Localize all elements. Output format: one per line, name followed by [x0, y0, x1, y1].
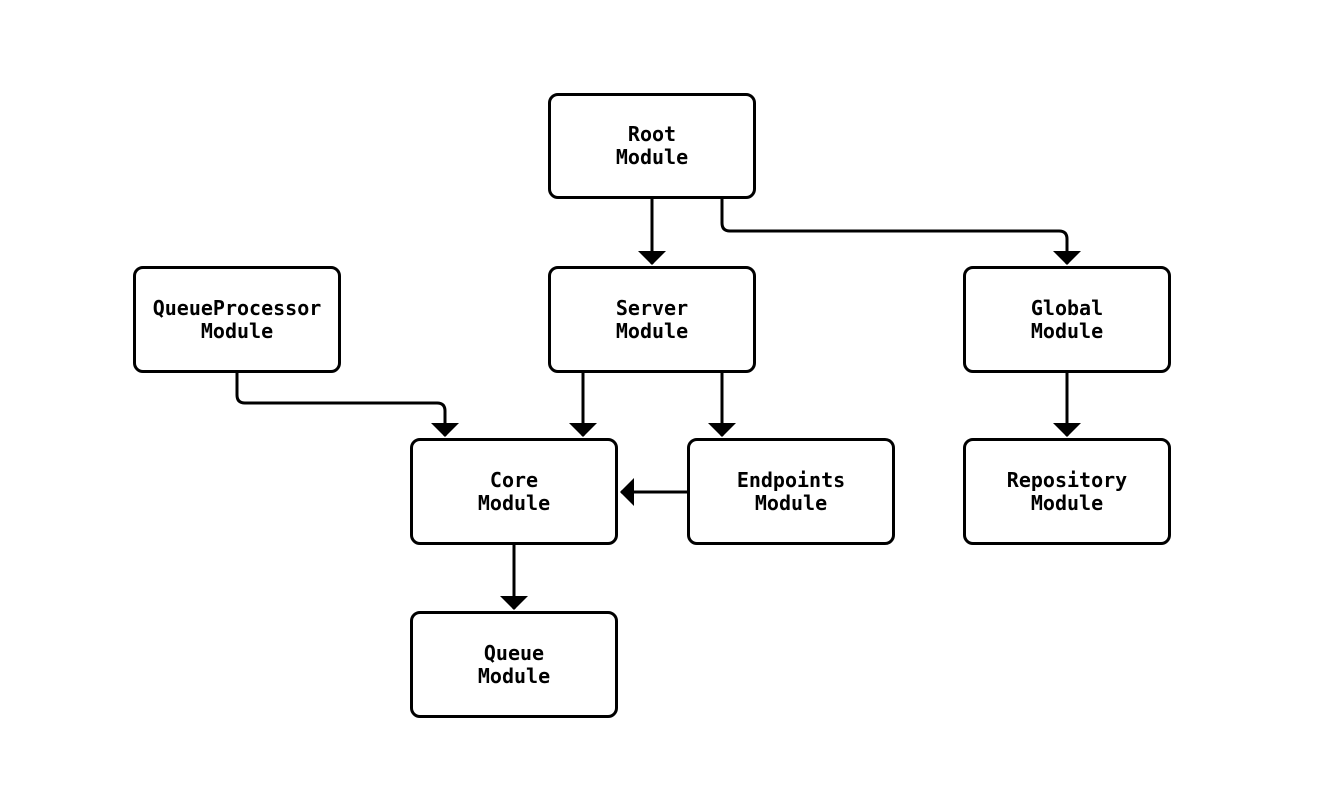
node-repository-module: Repository Module	[963, 438, 1171, 545]
node-global-module: Global Module	[963, 266, 1171, 373]
node-label: Repository Module	[1006, 467, 1128, 515]
node-label: Root Module	[615, 122, 689, 169]
node-label: QueueProcessor Module	[152, 295, 322, 343]
node-label: Core Module	[477, 467, 551, 515]
node-label: Queue Module	[477, 640, 551, 688]
node-label: Endpoints Module	[736, 467, 846, 515]
node-label: Server Module	[615, 295, 689, 343]
node-queueprocessor-module: QueueProcessor Module	[133, 266, 341, 373]
node-queue-module: Queue Module	[410, 611, 618, 718]
node-endpoints-module: Endpoints Module	[687, 438, 895, 545]
node-core-module: Core Module	[410, 438, 618, 545]
edge-queueprocessor-to-core	[235, 373, 459, 437]
node-root-module: Root Module	[548, 93, 756, 199]
edge-group	[235, 199, 1081, 610]
node-label: Global Module	[1030, 295, 1104, 343]
node-server-module: Server Module	[548, 266, 756, 373]
edge-root-to-global	[720, 199, 1081, 265]
